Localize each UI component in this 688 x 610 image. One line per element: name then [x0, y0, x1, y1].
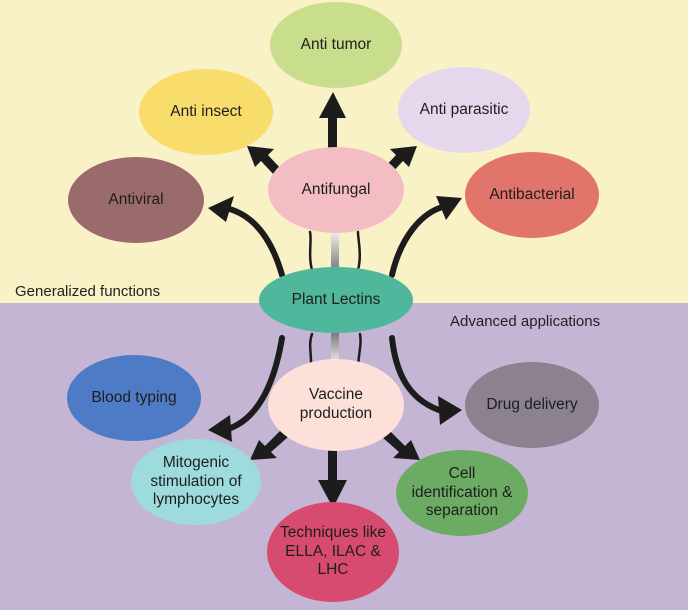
arrow-to-anti-tumor [328, 115, 337, 155]
node-label: Anti parasitic [419, 100, 509, 118]
arrowhead-techniques [318, 480, 347, 508]
node-vaccine-production: Vaccine production [268, 359, 404, 451]
arrow-to-techniques [328, 448, 337, 483]
arrowhead-blood-typing [208, 415, 232, 442]
node-label: Vaccine production [299, 386, 373, 422]
arrowhead-drug-delivery [438, 396, 462, 425]
node-label: Mitogenic stimulation of lymphocytes [150, 454, 242, 509]
node-label: Antifungal [301, 180, 371, 198]
node-label: Antibacterial [489, 185, 575, 203]
node-label: Anti tumor [300, 35, 372, 53]
node-blood-typing: Blood typing [67, 355, 201, 441]
connector-line [356, 230, 362, 272]
node-label: Plant Lectins [291, 290, 381, 308]
node-antifungal: Antifungal [268, 147, 404, 233]
connector-line [308, 230, 314, 272]
arrowhead-antiviral [208, 196, 234, 222]
arrow-to-cell-identification [382, 430, 420, 460]
node-label: Cell identification & separation [411, 465, 513, 520]
arrowhead-antibacterial [436, 196, 462, 220]
node-label: Drug delivery [486, 395, 578, 413]
node-anti-insect: Anti insect [139, 69, 273, 155]
node-techniques: Techniques like ELLA, ILAC & LHC [267, 502, 399, 602]
node-antiviral: Antiviral [68, 157, 204, 243]
curved-arrow-antibacterial [389, 203, 449, 278]
node-label: Blood typing [91, 388, 177, 406]
node-antibacterial: Antibacterial [465, 152, 599, 238]
node-label: Anti insect [170, 102, 242, 120]
node-mitogenic: Mitogenic stimulation of lymphocytes [131, 439, 261, 525]
gradient-connector [331, 332, 339, 364]
arrow-to-anti-insect [247, 146, 282, 176]
node-cell-identification: Cell identification & separation [396, 450, 528, 536]
node-label: Antiviral [108, 190, 164, 208]
advanced-applications-label: Advanced applications [450, 313, 601, 330]
node-plant-lectins: Plant Lectins [259, 267, 413, 333]
arrowhead-anti-tumor [319, 92, 346, 118]
arrow-to-mitogenic [250, 430, 288, 460]
generalized-functions-label: Generalized functions [15, 283, 161, 300]
node-label: Techniques like ELLA, ILAC & LHC [280, 524, 386, 579]
gradient-connector [331, 232, 339, 272]
node-anti-tumor: Anti tumor [270, 2, 402, 88]
node-anti-parasitic: Anti parasitic [398, 67, 530, 153]
curved-arrow-antiviral [223, 205, 285, 278]
curved-arrow-blood-typing [222, 335, 285, 433]
node-drug-delivery: Drug delivery [465, 362, 599, 448]
curved-arrow-drug-delivery [389, 335, 448, 415]
